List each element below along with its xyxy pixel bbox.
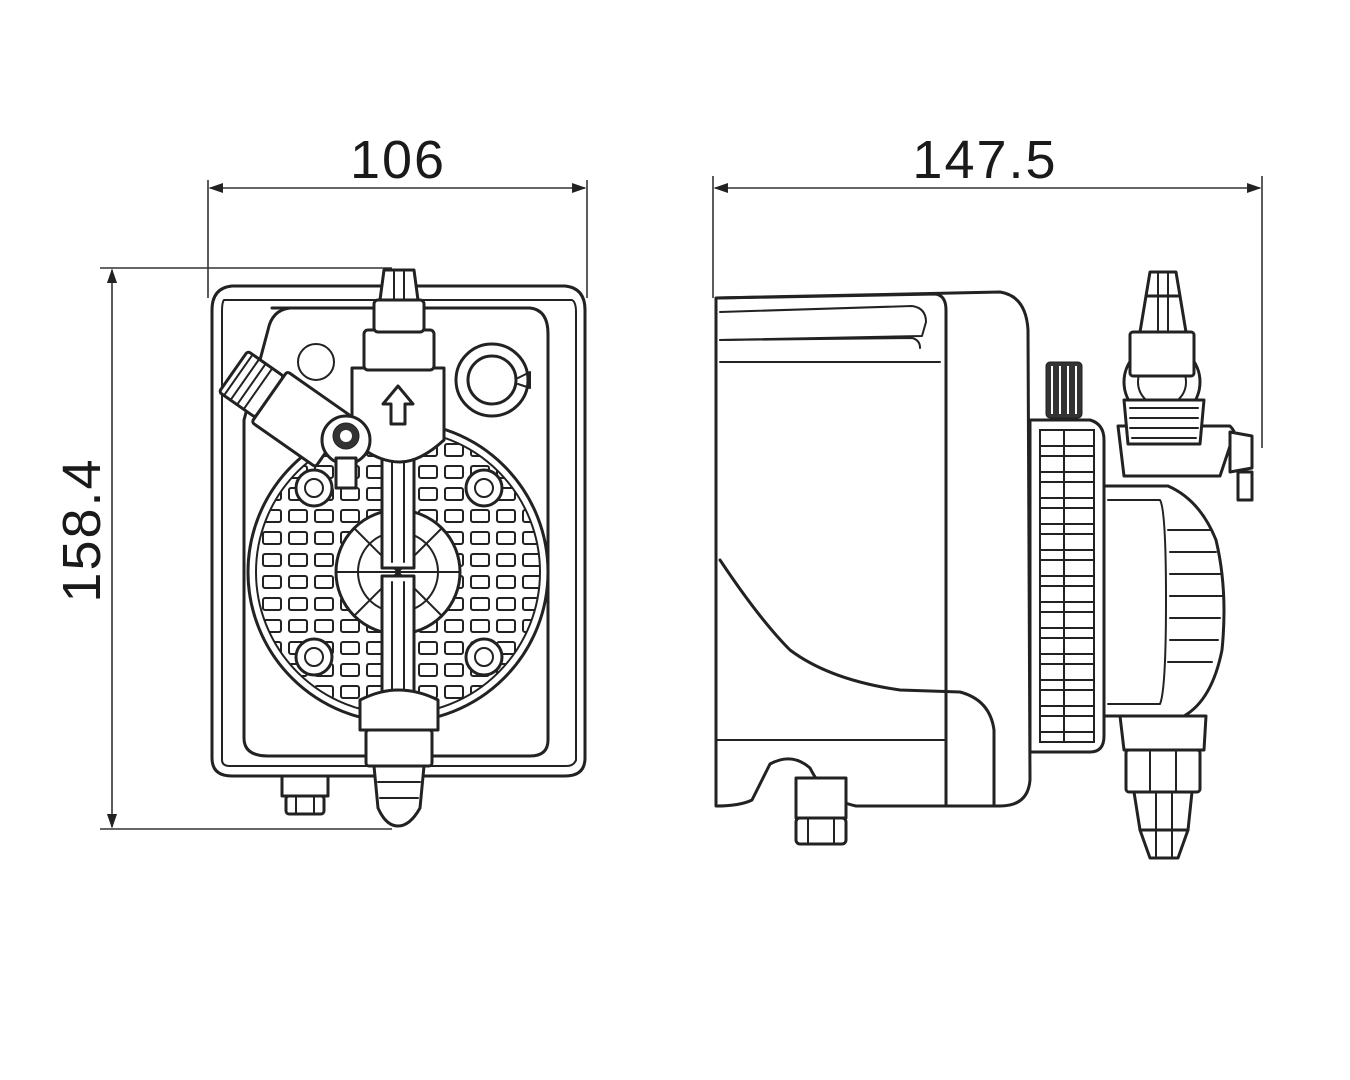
pump-front-view [210,268,587,828]
bolt-icon [294,468,504,677]
side-depth-label: 147.5 [912,130,1057,190]
front-width-label: 106 [350,130,446,190]
dimension-side-depth: 147.5 [712,130,1263,448]
height-label: 158.4 [52,457,112,602]
flow-arrow-icon [381,384,415,426]
pump-side-view [714,270,1254,860]
dimension-height: 158.4 [52,267,392,830]
dimension-front-width: 106 [207,130,588,298]
